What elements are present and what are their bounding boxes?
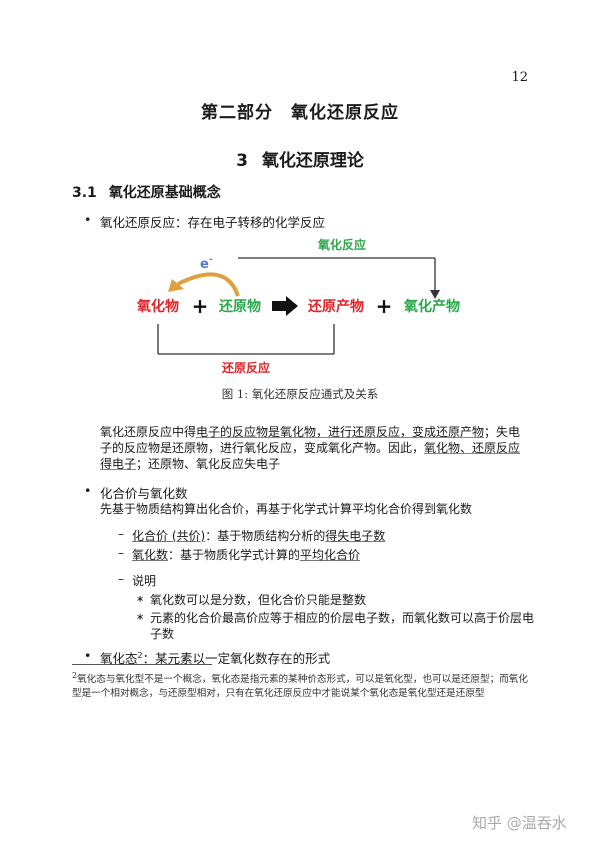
redox-paragraph: 氧化还原反应中得电子的反应物是氧化物，进行还原反应，变成还原产物；失电子的反应物…: [100, 424, 530, 472]
page-number: 12: [511, 70, 528, 85]
footnote-rule: [72, 664, 212, 665]
bullet-dot: •: [84, 212, 92, 227]
valence-def-text: ：基于物质结构分析的: [205, 529, 326, 543]
reaction-arrow: [272, 296, 298, 316]
star-marker: ∗: [136, 594, 145, 605]
part-title: 第二部分 氧化还原反应: [201, 103, 399, 123]
valence-term: 化合价 (共价): [132, 529, 206, 543]
bullet-dot: •: [84, 483, 92, 498]
footnote-ref: 2: [137, 650, 143, 660]
oxstate-term: 氧化态: [100, 651, 138, 666]
bullet-dot: •: [84, 648, 92, 663]
valence-def-underline: 得失电子数: [325, 529, 386, 543]
reduction-bracket: [157, 324, 335, 355]
chapter-title: 3 氧化还原理论: [0, 146, 600, 171]
electron-transfer-arrow: [168, 272, 240, 297]
reduction-label: 还原反应: [221, 360, 270, 375]
watermark: 知乎 @温吞水: [472, 814, 567, 832]
oxnum-def-underline: 平均化合价: [300, 548, 361, 562]
para-text-2: ；失电子的反应物是还原物，进行氧化反应，变成氧化产物: [100, 425, 521, 455]
star-marker: ∗: [136, 612, 145, 623]
sub-item-text: 氧化数：基于物质化学式计算的平均化合价: [132, 546, 360, 563]
oxnum-term: 氧化数: [132, 548, 169, 562]
plus-sign-1: +: [192, 294, 209, 318]
note-text: 氧化数可以是分数，但化合价只能是整数: [150, 593, 367, 607]
footnote: 2氧化态与氧化型不是一个概念，氧化态是指元素的某种价态形式，可以是氧化型，也可以…: [72, 669, 532, 701]
section-title-text: 氧化还原基础概念: [108, 185, 221, 201]
bullet-text: 化合价与氧化数: [100, 486, 188, 501]
oxidation-label: 氧化反应: [317, 237, 366, 252]
dash-marker: –: [118, 572, 124, 586]
oxidant-label: 氧化物: [136, 298, 179, 315]
footnote-text: 氧化态与氧化型不是一个概念，氧化态是指元素的某种价态形式，可以是氧化型，也可以是…: [72, 674, 528, 700]
reduced-product-label: 还原产物: [307, 298, 364, 315]
reductant-label: 还原物: [218, 298, 261, 315]
oxidized-product-label: 氧化产物: [403, 298, 460, 315]
section-number: 3.1: [72, 185, 97, 201]
footnote-mark: 2: [72, 671, 78, 680]
figure-caption: 图 1: 氧化还原反应通式及关系: [221, 387, 379, 401]
electron-label: e-: [200, 255, 213, 272]
sub-item-text: 化合价 (共价)：基于物质结构分析的得失电子数: [132, 527, 385, 544]
sub-item-text: 说明: [132, 574, 157, 588]
para-text-4: ；还原物、氧化反应失电子: [136, 457, 281, 471]
redox-diagram: 氧化反应 e- 氧化物 + 还原物 还原产物 + 氧化产物 还原反应: [136, 237, 460, 375]
para-underline-1: 电子的反应物是氧化物，进行还原反应，变成还原产物: [196, 425, 485, 439]
oxidation-arrow: [238, 257, 440, 299]
bullet-text: 氧化态2：某元素以一定氧化数存在的形式: [100, 648, 330, 667]
oxnum-def-text: ：基于物质化学式计算的: [168, 548, 301, 562]
para-text-1: 氧化还原反应中得: [100, 425, 197, 439]
section-title: 3.1 氧化还原基础概念: [72, 182, 221, 202]
note-text: 元素的化合价最高价应等于相应的价层电子数，而氧化数可以高于价层电子数: [150, 611, 535, 641]
para-text-3: 。因此，: [376, 441, 425, 455]
chapter-number: 3: [236, 151, 248, 171]
para-underline-2: 氧化物、还原反应得电子: [100, 441, 521, 471]
dash-marker: –: [118, 527, 124, 541]
valence-description: 先基于物质结构算出化合价，再基于化学式计算平均化合价得到氧化数: [100, 502, 473, 516]
dash-marker: –: [118, 546, 124, 560]
plus-sign-2: +: [376, 294, 393, 318]
chapter-title-text: 氧化还原理论: [261, 151, 364, 171]
oxstate-definition: ：某元素以一定氧化数存在的形式: [142, 651, 331, 666]
bullet-text: 氧化还原反应：存在电子转移的化学反应: [100, 215, 326, 230]
